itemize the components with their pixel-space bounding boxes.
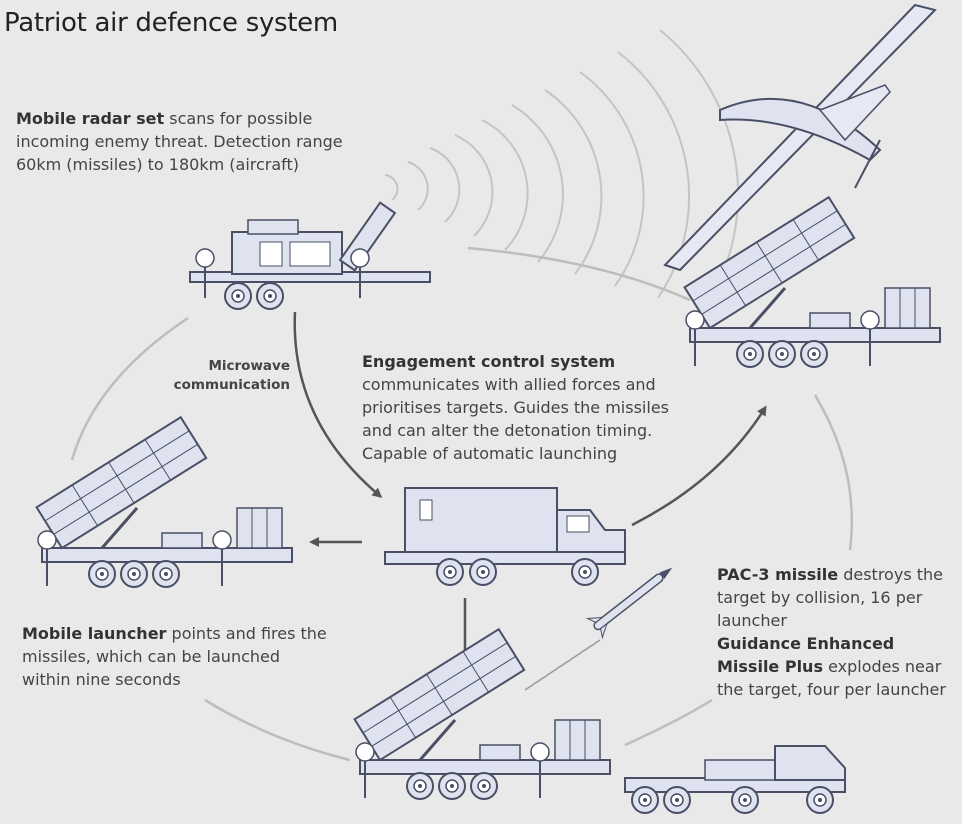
radar-text: scans for possible incoming enemy threat…	[16, 109, 343, 174]
launcher-annotation: Mobile launcher points and fires the mis…	[22, 622, 332, 691]
ecs-label: Engagement control system	[362, 352, 616, 371]
missile-icon	[585, 567, 673, 640]
missile-annotation: PAC-3 missile destroys the target by col…	[717, 563, 957, 701]
radar-waves	[384, 29, 740, 309]
radar-label: Mobile radar set	[16, 109, 165, 128]
launcher-label: Mobile launcher	[22, 624, 167, 643]
launcher-left	[37, 417, 292, 587]
launcher-bottom	[355, 629, 610, 799]
gem-label: Guidance Enhanced Missile Plus	[717, 634, 895, 676]
drone-icon	[663, 3, 937, 272]
gem-text: explodes near the target, four per launc…	[717, 657, 946, 699]
page-title: Patriot air defence system	[4, 8, 338, 38]
radar-vehicle	[189, 201, 431, 310]
ring-connectors	[70, 246, 854, 762]
pac3-text: destroys the target by collision, 16 per…	[717, 565, 943, 630]
radar-annotation: Mobile radar set scans for possible inco…	[16, 107, 361, 176]
ecs-annotation: Engagement control system communicates wi…	[362, 350, 692, 465]
ecs-text: communicates with allied forces and prio…	[362, 375, 669, 463]
tractor-truck	[624, 745, 846, 814]
engagement-control-truck	[384, 487, 626, 586]
microwave-label: Microwave communication	[173, 358, 290, 393]
pac3-label: PAC-3 missile	[717, 565, 839, 584]
launcher-text: points and fires the missiles, which can…	[22, 624, 327, 689]
